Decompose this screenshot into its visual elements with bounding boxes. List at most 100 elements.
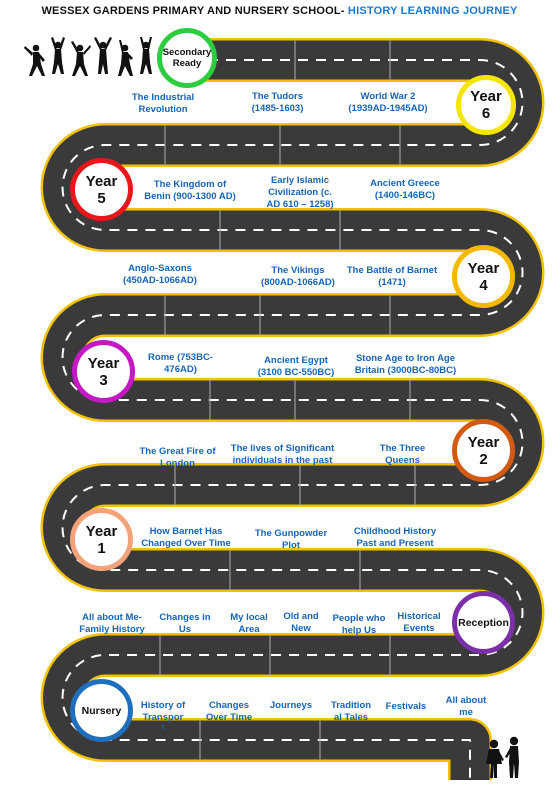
topic-line: Transpor	[142, 712, 184, 723]
milestone-label: 3	[99, 371, 108, 389]
milestone-label: 6	[481, 105, 491, 122]
milestone-label: 2	[479, 450, 488, 468]
topic-line: Events	[403, 623, 435, 634]
milestone-reception: Reception	[452, 591, 515, 654]
topic-line: My local	[230, 612, 268, 623]
topic-line: People who	[332, 613, 386, 624]
topic-line: Historical	[397, 611, 441, 622]
milestone-label: Nursery	[81, 704, 122, 717]
topic-ancient-greece: Ancient Greece (1400-146BC)	[355, 178, 455, 202]
topic-line: All about	[445, 695, 487, 706]
milestone-label: Year	[85, 522, 118, 540]
topic-line: World War 2	[360, 91, 416, 102]
topic-line: Changes in	[159, 612, 211, 623]
topic-people-who-help-us: People who help Us	[328, 613, 390, 637]
graduates-silhouette-icon	[24, 37, 152, 76]
topic-line: Stone Age to Iron Age	[355, 353, 456, 364]
topic-line: Festivals	[385, 701, 427, 712]
topic-line: Ancient Greece	[370, 178, 440, 189]
topic-history-of-transport: History of Transpor t	[137, 700, 189, 731]
road-lane-markings	[61, 59, 524, 780]
topic-festivals: Festivals	[380, 701, 432, 713]
topic-gunpowder-plot: The Gunpowder Plot	[246, 528, 336, 552]
topic-line: (1471)	[378, 277, 406, 288]
topic-line: Us	[178, 624, 192, 635]
topic-significant-individuals: The lives of Significant individuals in …	[225, 443, 340, 467]
topic-line: London	[160, 458, 195, 469]
milestone-label: Secondary	[162, 47, 212, 58]
topic-changes-in-us: Changes in Us	[155, 612, 215, 636]
milestone-secondary-ready: Secondary Ready	[157, 28, 217, 88]
topic-line: (1485-1603)	[251, 103, 304, 114]
topic-early-islamic-civilization: Early Islamic Civilization (c. AD 610 – …	[250, 175, 350, 211]
topic-line: Over Time	[205, 712, 253, 723]
topic-line: Ancient Egypt	[264, 355, 328, 366]
topic-all-about-me-family-history: All about Me- Family History	[73, 612, 151, 636]
topic-line: Tradition	[330, 700, 372, 711]
milestone-year-4: Year 4	[452, 245, 515, 308]
topic-line: (450AD-1066AD)	[123, 275, 197, 286]
milestone-label: Year	[87, 354, 120, 372]
topic-line: Changed Over Time	[141, 538, 231, 549]
milestone-label: Year	[467, 259, 500, 277]
topic-my-local-area: My local Area	[220, 612, 278, 636]
topic-line: help Us	[341, 625, 377, 636]
topic-line: Benin (900-1300 AD)	[144, 191, 236, 202]
topic-line: (1939AD-1945AD)	[348, 103, 428, 114]
journey-title: HISTORY LEARNING JOURNEY	[347, 5, 518, 17]
milestone-label: Ready	[172, 58, 202, 69]
topic-line: Queens	[385, 455, 420, 466]
topic-line: AD 610 – 1258)	[266, 199, 334, 210]
milestone-year-5: Year 5	[70, 158, 133, 221]
topic-line: The Tudors	[251, 91, 304, 102]
topic-line: The Three	[379, 443, 426, 454]
topic-traditional-tales: Tradition al Tales	[325, 700, 377, 724]
topic-tudors: The Tudors (1485-1603)	[235, 91, 320, 115]
topic-line: me	[459, 707, 473, 718]
topic-line: t	[161, 724, 165, 731]
topic-battle-of-barnet: The Battle of Barnet (1471)	[342, 265, 442, 289]
topic-line: Changes	[208, 700, 250, 711]
topic-line: The Battle of Barnet	[346, 265, 438, 276]
topic-line: Revolution	[138, 104, 188, 115]
topic-line: Civilization (c.	[268, 187, 332, 198]
milestone-label: 1	[97, 539, 106, 557]
topic-line: History of	[140, 700, 186, 711]
topic-line: al Tales	[333, 712, 369, 723]
topic-line: Anglo-Saxons	[128, 263, 192, 274]
milestone-year-3: Year 3	[72, 340, 135, 403]
topic-kingdom-of-benin: The Kingdom of Benin (900-1300 AD)	[140, 179, 240, 203]
milestone-year-6: Year 6	[456, 75, 516, 135]
milestone-label: 4	[479, 276, 488, 294]
topic-line: 476AD)	[164, 364, 197, 375]
topic-line: The Vikings	[271, 265, 325, 276]
topic-childhood-history: Childhood History Past and Present	[345, 526, 445, 550]
topic-ancient-egypt: Ancient Egypt (3100 BC-550BC)	[246, 355, 346, 379]
topic-how-barnet-has-changed: How Barnet Has Changed Over Time	[136, 526, 236, 550]
school-name: WESSEX GARDENS PRIMARY AND NURSERY SCHOO…	[41, 5, 345, 17]
milestone-year-2: Year 2	[452, 419, 515, 482]
topic-line: individuals in the past	[232, 455, 333, 466]
topic-historical-events: Historical Events	[390, 611, 448, 635]
topic-line: New	[291, 623, 311, 634]
topic-line: Area	[238, 624, 260, 635]
topic-old-and-new: Old and New	[276, 611, 326, 635]
milestone-label: Year	[85, 172, 118, 190]
poster-title: WESSEX GARDENS PRIMARY AND NURSERY SCHOO…	[0, 5, 559, 17]
topic-line: (800AD-1066AD)	[261, 277, 335, 288]
topic-line: Britain (3000BC-80BC)	[354, 365, 457, 376]
topic-world-war-2: World War 2 (1939AD-1945AD)	[338, 91, 438, 115]
topic-line: The Gunpowder	[254, 528, 328, 539]
children-walking-icon	[486, 736, 519, 778]
milestone-label: Year	[470, 88, 502, 105]
topic-line: (1400-146BC)	[374, 190, 436, 201]
milestone-label: Year	[467, 433, 500, 451]
milestone-year-1: Year 1	[70, 508, 133, 571]
topic-stone-age-to-iron-age: Stone Age to Iron Age Britain (3000BC-80…	[348, 353, 463, 377]
milestone-label: Reception	[458, 616, 509, 629]
topic-line: Past and Present	[356, 538, 434, 549]
topic-three-queens: The Three Queens	[360, 443, 445, 467]
topic-line: Rome (753BC-	[148, 352, 213, 363]
